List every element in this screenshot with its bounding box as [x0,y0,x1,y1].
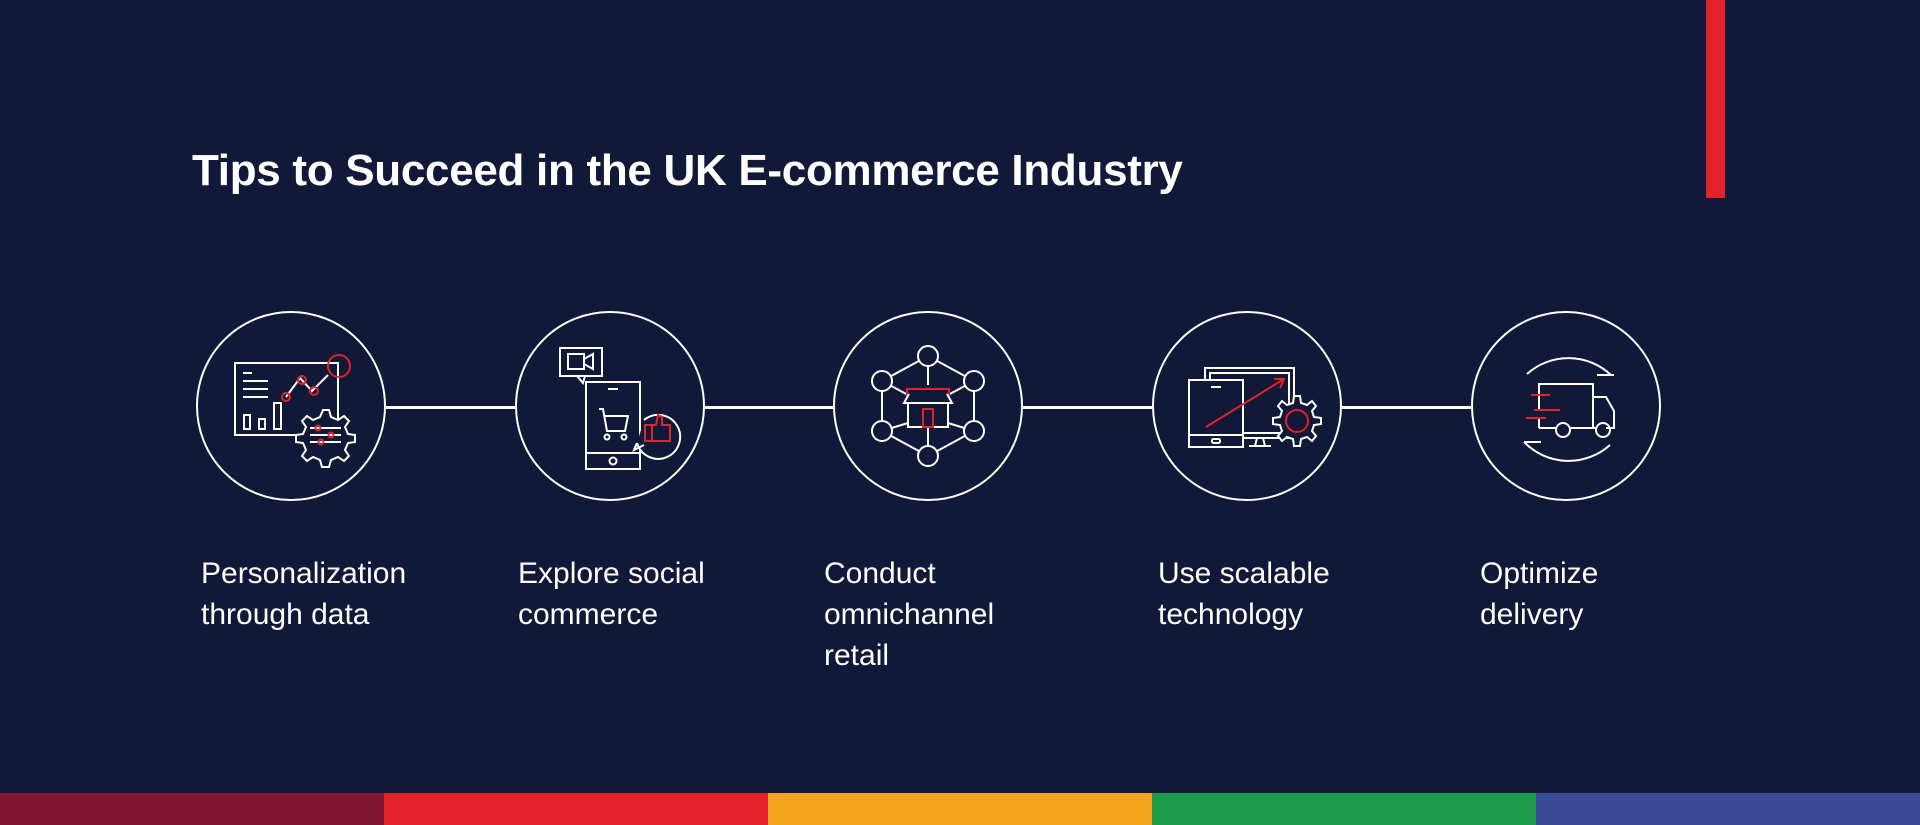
step-1-circle [196,311,386,501]
step-4-circle [1152,311,1342,501]
step-2-label: Explore social commerce [518,557,705,631]
store-network-icon [871,345,985,467]
accent-bar [1706,0,1725,198]
step-3-circle [833,311,1023,501]
page-title: Tips to Succeed in the UK E-commerce Ind… [192,146,1183,195]
bottom-stripe-segment [1152,793,1536,825]
bottom-stripe-segment [768,793,1152,825]
connector-line [386,406,515,409]
mobile-shopping-social-icon [559,347,682,470]
devices-growth-gear-icon [1188,367,1322,448]
connector-line [1342,406,1471,409]
step-5-label: Optimize delivery [1480,557,1599,631]
bottom-stripe-segment [384,793,768,825]
delivery-truck-icon [1523,357,1615,462]
connector-line [705,406,833,409]
analytics-dashboard-gear-icon [234,354,356,468]
step-1-label: Personalization through data [201,557,407,631]
step-3-label: Conduct omnichannel retail [824,557,995,672]
bottom-stripe-segment [0,793,384,825]
step-4-label: Use scalable technology [1158,557,1330,631]
step-5-circle [1471,311,1661,501]
step-2-circle [515,311,705,501]
bottom-stripe-segment [1536,793,1920,825]
connector-line [1023,406,1152,409]
